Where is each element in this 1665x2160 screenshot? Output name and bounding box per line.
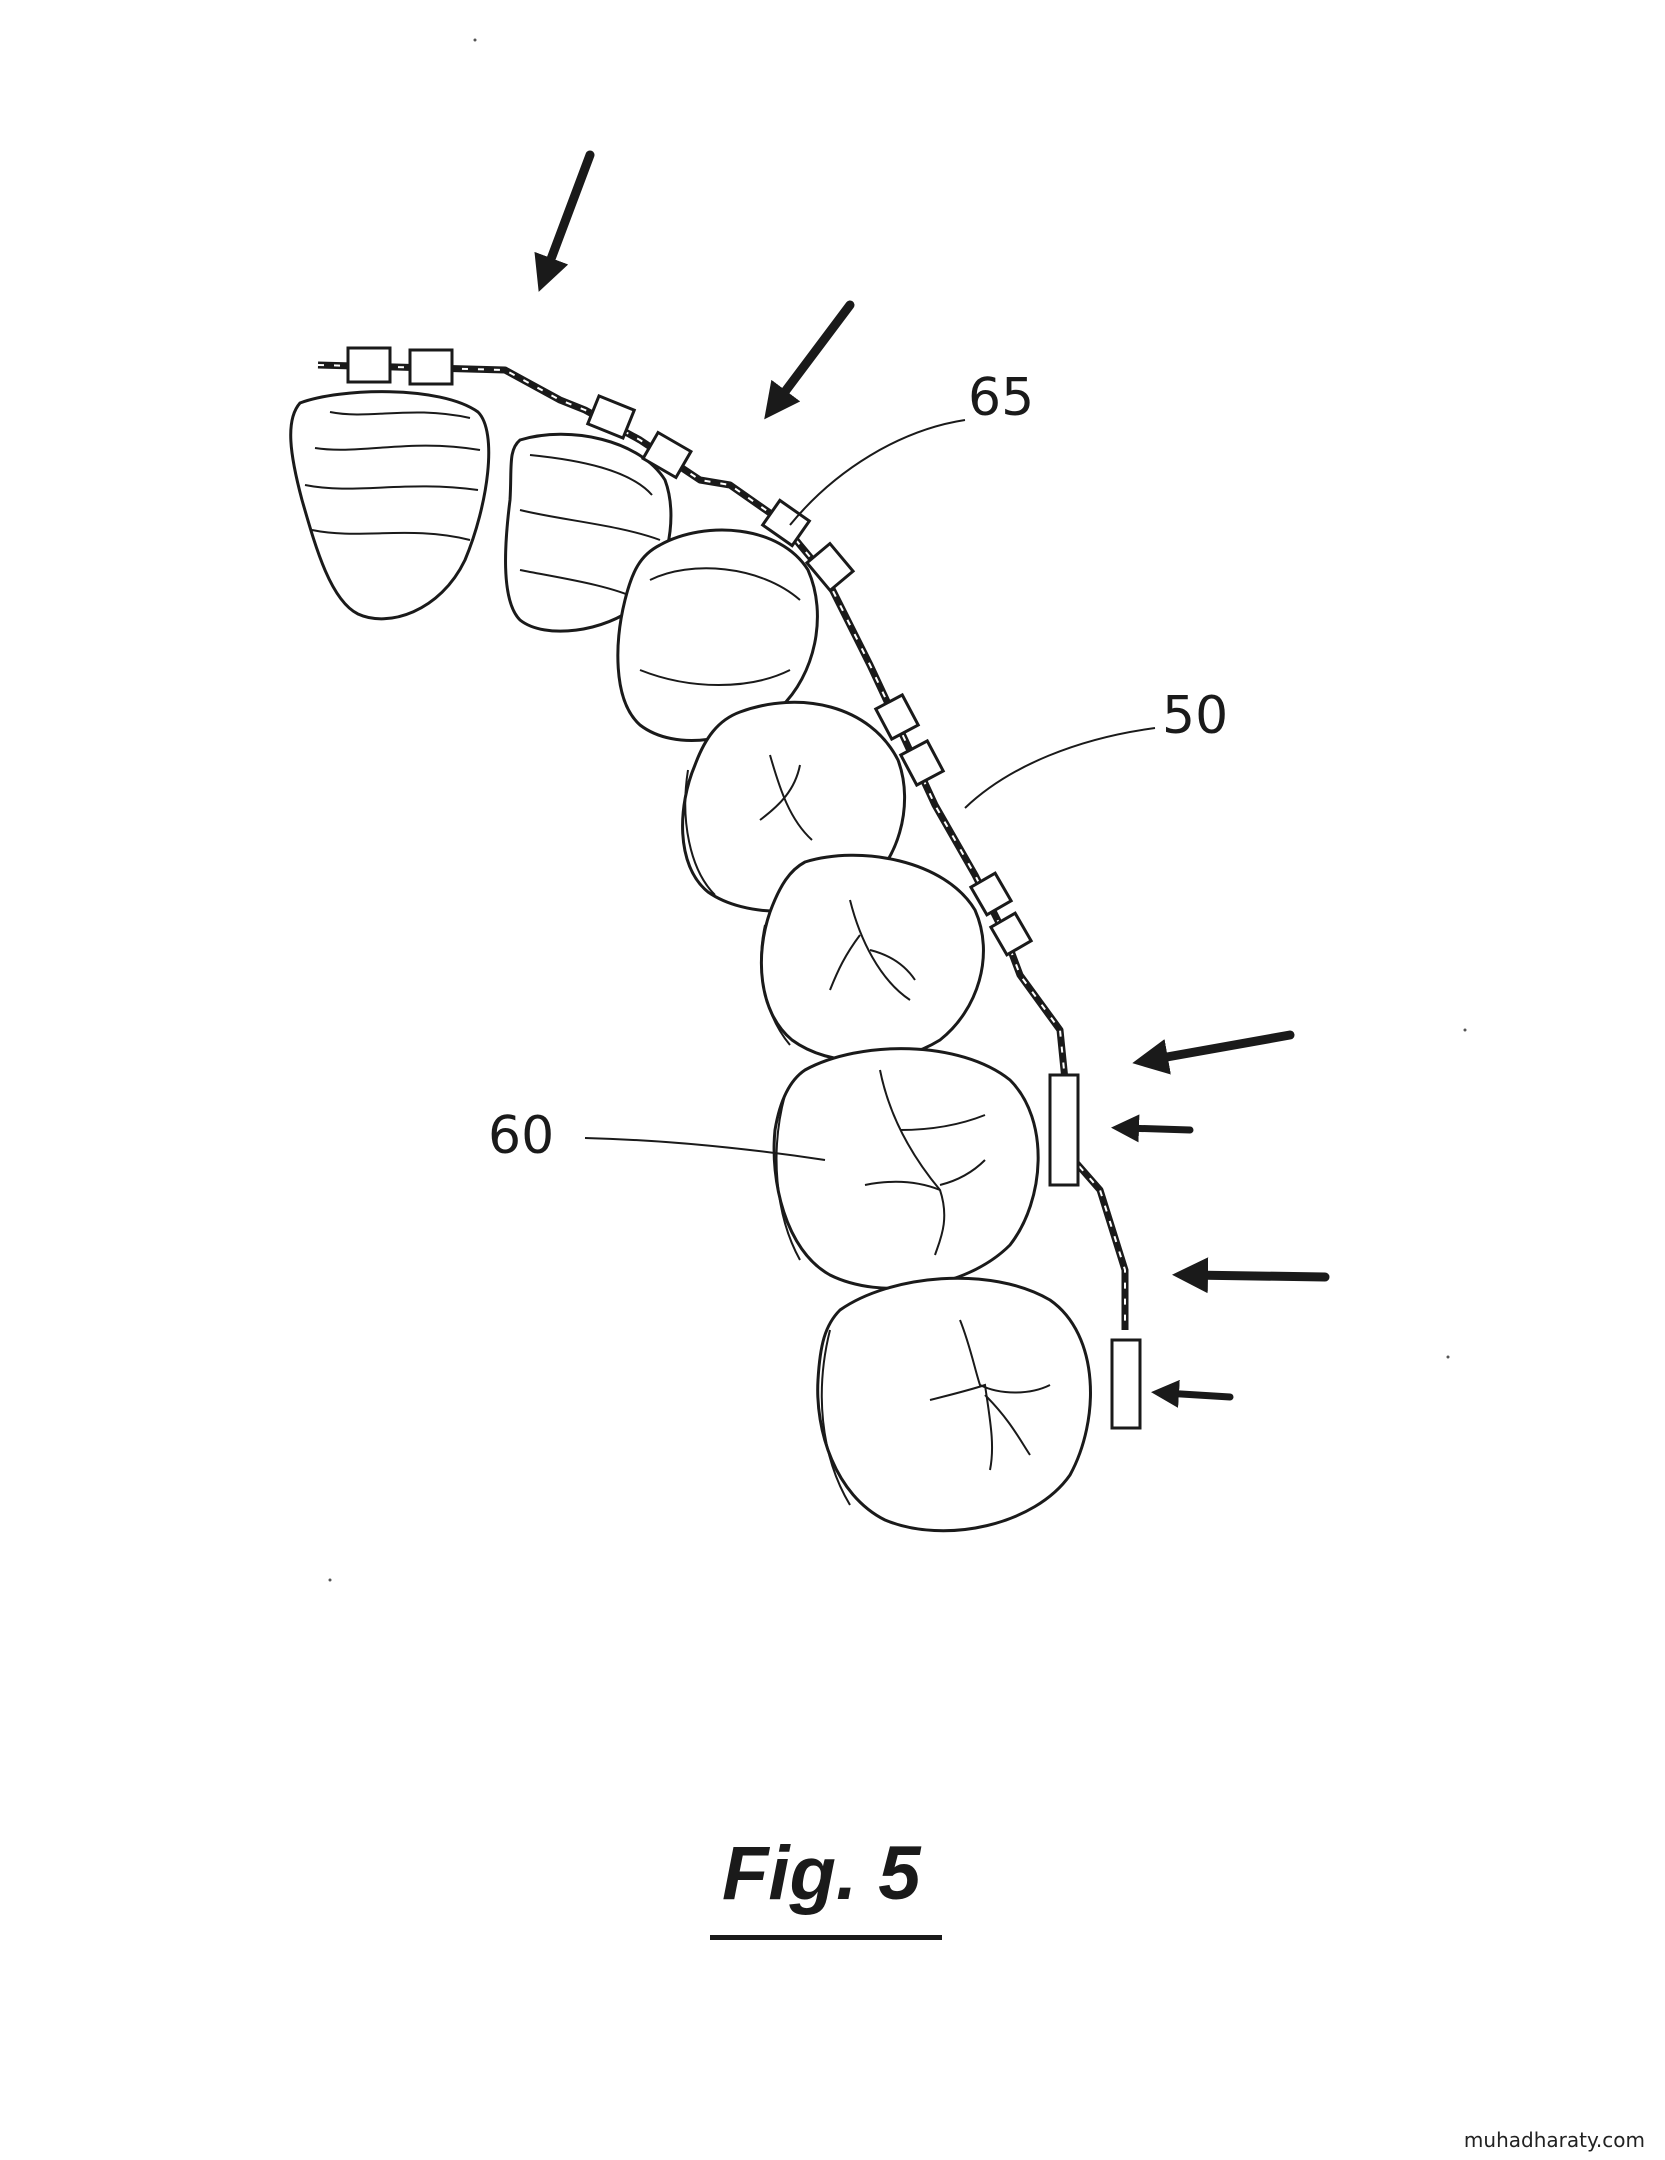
leader-50 [964,727,1156,809]
label-65: 65 [968,368,1035,428]
bracket-7 [873,692,921,742]
bracket-9 [968,871,1014,917]
bracket-3 [585,394,637,440]
bracket-8 [898,738,946,788]
caption-underline [710,1935,942,1940]
force-arrows [534,150,1330,1408]
bracket-4 [640,430,694,480]
tooth-5 [759,853,985,1063]
leader-60 [584,1137,826,1161]
leader-65 [789,419,966,526]
figure-caption: Fig. 5 [722,1831,921,1916]
arrow-4 [1111,1114,1194,1143]
tooth-1 [289,390,491,621]
brackets-group [346,346,1142,1430]
arrow-5 [1172,1257,1330,1294]
label-60: 60 [488,1106,555,1166]
arrow-3 [1132,1030,1295,1075]
bracket-11 [1048,1073,1080,1187]
arrow-2 [764,300,855,420]
leader-lines [584,419,1156,1161]
bracket-10 [988,911,1034,957]
arrow-6 [1151,1379,1234,1408]
bracket-1 [346,346,392,384]
bracket-5 [760,498,812,548]
arrow-1 [534,150,595,292]
teeth-group [289,390,1092,1533]
tooth-6 [772,1047,1040,1290]
bracket-12 [1110,1338,1142,1430]
tooth-7 [816,1276,1092,1533]
watermark: muhadharaty.com [1463,2128,1645,2152]
label-50: 50 [1162,686,1229,746]
bracket-2 [408,348,454,386]
bracket-6 [804,541,856,593]
